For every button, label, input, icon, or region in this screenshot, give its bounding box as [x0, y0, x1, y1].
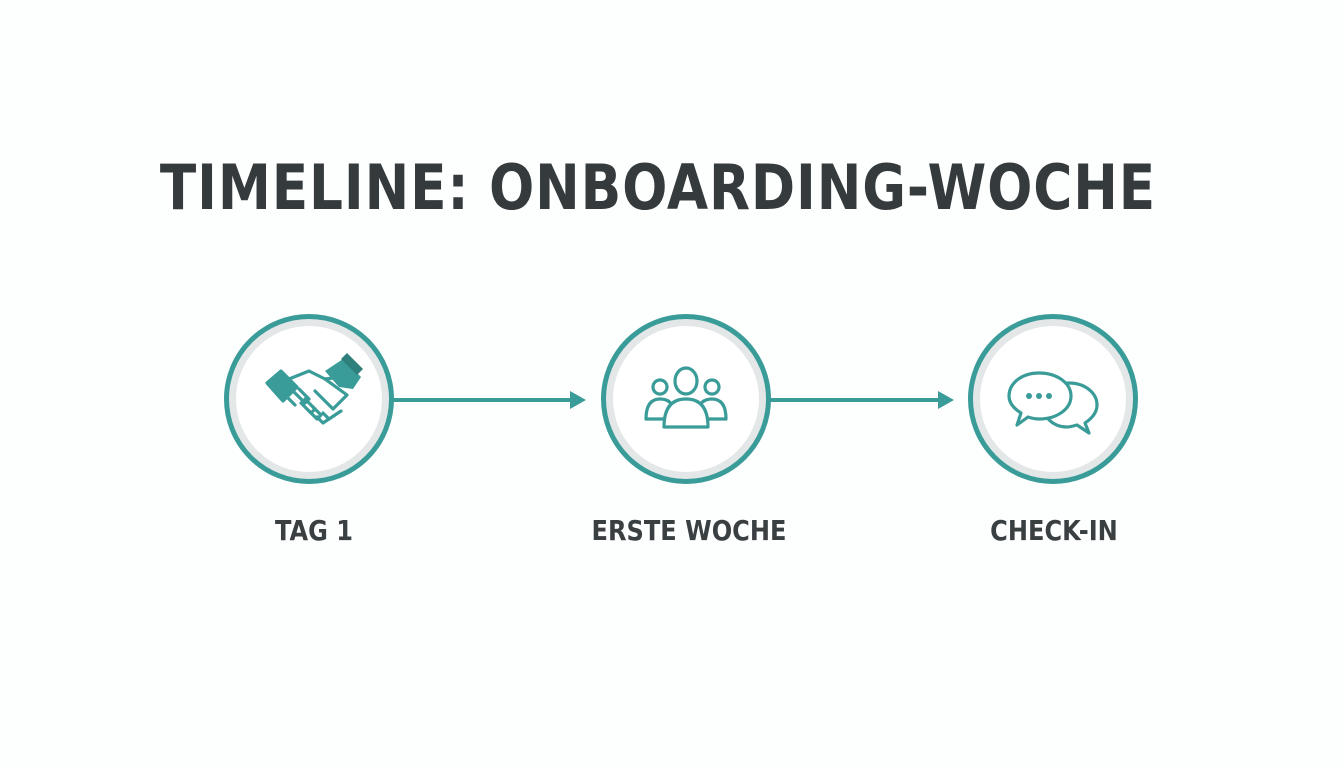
page-title: TIMELINE: ONBOARDING-WOCHE — [159, 151, 1157, 224]
arrow-head-icon — [570, 391, 586, 409]
connector-arrow-2 — [768, 391, 954, 409]
chat-bubbles-icon — [1007, 371, 1099, 435]
step-node-erste-woche — [601, 314, 771, 484]
handshake-icon — [265, 353, 363, 425]
step-label-tag-1: TAG 1 — [274, 514, 354, 547]
step-node-check-in — [968, 314, 1138, 484]
step-node-tag-1 — [224, 314, 394, 484]
connector-arrow-1 — [392, 391, 586, 409]
step-label-check-in: CHECK-IN — [990, 514, 1118, 547]
step-label-erste-woche: ERSTE WOCHE — [591, 514, 787, 547]
team-icon — [644, 366, 728, 429]
arrow-head-icon — [938, 391, 954, 409]
